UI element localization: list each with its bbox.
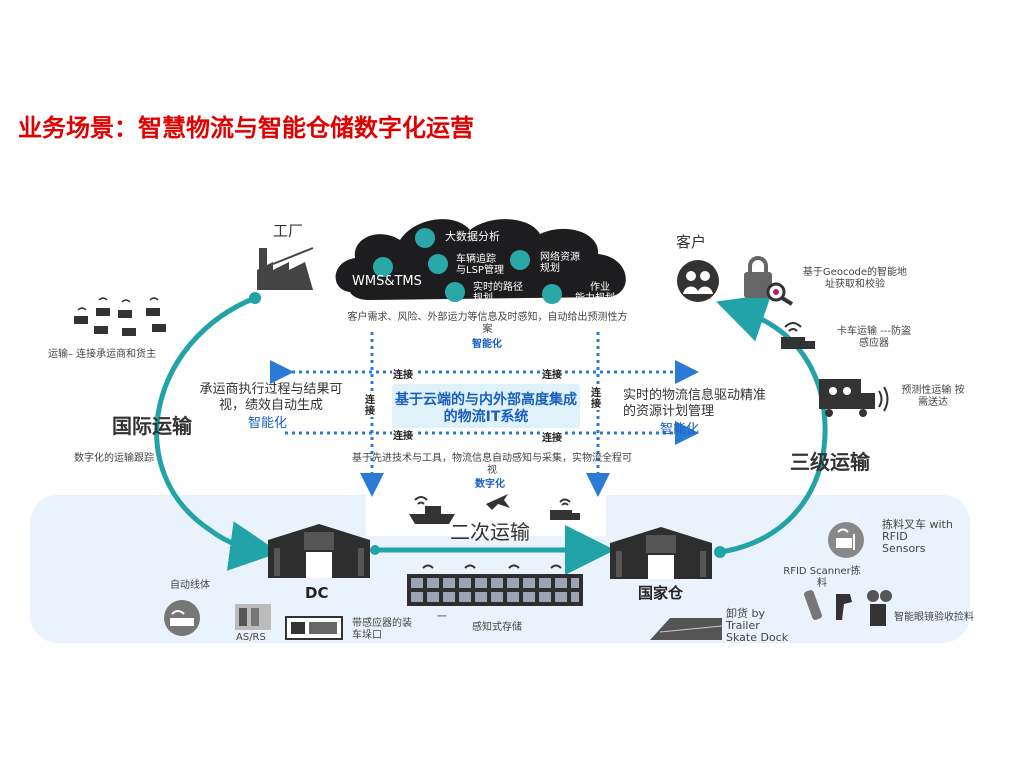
cloud-item-route-1: 实时的路径 (473, 282, 523, 293)
link-label-vertical: 连接 (590, 388, 604, 410)
cloud-wms-label: WMS&TMS (352, 274, 422, 289)
international-arrow (154, 295, 280, 571)
cloud-item-capacity-1: 作业 (590, 282, 610, 293)
smart-storage-icon (407, 564, 583, 606)
center-top-tag: 智能化 (472, 339, 502, 350)
predictive-text: 预测性运输 按需送达 (901, 385, 965, 408)
smart-glasses-icon (867, 590, 892, 626)
storage-dash: 一 (437, 612, 447, 623)
secondary-label: 二次运输 (450, 520, 530, 544)
page-title: 业务场景：智慧物流与智能仓储数字化运营 (18, 113, 474, 142)
cloud-item-tracking-2: 与LSP管理 (456, 265, 504, 276)
customer-label: 客户 (676, 233, 707, 251)
left-tag: 智能化 (248, 416, 288, 431)
it-system-box (392, 384, 580, 428)
right-tag: 智能化 (660, 422, 700, 437)
asrs-icon (235, 604, 271, 630)
trailer-text: 卸货 by Trailer Skate Dock (726, 607, 789, 644)
auto-line-icon (164, 600, 200, 636)
forklift-icon (828, 522, 864, 558)
plane-icon (486, 494, 510, 510)
glasses-text: 智能眼镜验收捡料 (894, 612, 974, 623)
dock-text: 带感应器的装车垛口 (352, 618, 412, 641)
trailer-dock-icon (650, 618, 722, 640)
national-wh-label: 国家仓 (638, 584, 684, 602)
left-text: 承运商执行过程与结果可视，绩效自动生成 (199, 382, 343, 413)
factory-icon (257, 247, 314, 290)
truck-text: 卡车运输 ---防盗感应器 (836, 326, 911, 349)
cloud-item-tracking-1: 车辆追踪 (456, 254, 496, 265)
cloud-shape (335, 219, 626, 304)
carrier-text: 运输– 连接承运商和货主 (48, 349, 157, 360)
cloud-item-network-1: 网络资源 (540, 252, 580, 263)
right-text: 实时的物流信息驱动精准的资源计划管理 (623, 388, 767, 419)
dock-icon (285, 616, 343, 640)
truck-fleet-icon (74, 297, 166, 336)
robot-truck-icon (819, 379, 889, 417)
national-warehouse-icon (610, 527, 712, 579)
link-label: 连接 (541, 366, 563, 381)
tracking-text: 数字化的运输跟踪 (74, 453, 154, 464)
asrs-label: AS/RS (236, 632, 266, 643)
rfid-text: RFID Scanner拣料 (783, 566, 861, 589)
international-label: 国际运输 (112, 414, 192, 438)
ship-icon (409, 496, 455, 524)
forklift-text: 拣料叉车 with RFID Sensors (882, 518, 953, 555)
dc-label: DC (305, 584, 329, 602)
center-top-text: 客户需求、风险、外部运力等信息及时感知，自动给出预测性方案 (347, 312, 628, 335)
link-label: 连接 (392, 427, 414, 442)
cloud-item-capacity-2: 能力规划 (575, 293, 615, 304)
center-bottom-text: 基于先进技术与工具，物流信息自动感知与采集，实物流全程可视 (352, 453, 632, 476)
link-label: 连接 (541, 429, 563, 444)
van-icon (550, 498, 580, 520)
it-system-text: 基于云端的与内外部高度集成的物流IT系统 (395, 392, 577, 425)
truck-sensor-icon (781, 322, 815, 349)
center-bottom-tag: 数字化 (475, 479, 505, 490)
cloud-item-bigdata: 大数据分析 (445, 230, 500, 243)
link-label-vertical: 连接 (364, 395, 378, 417)
storage-text: 感知式存储 (472, 622, 522, 633)
rfid-scanner-icon (804, 590, 852, 620)
auto-line-text: 自动线体 (170, 580, 210, 591)
cloud-item-network-2: 规划 (540, 263, 560, 274)
geocode-text: 基于Geocode的智能地址获取和校验 (802, 267, 908, 290)
tertiary-label: 三级运输 (790, 450, 870, 474)
factory-label: 工厂 (273, 222, 304, 240)
lock-search-icon (744, 256, 794, 306)
cloud-item-route-2: 规划 (473, 293, 493, 304)
link-label: 连接 (392, 366, 414, 381)
customer-icon (677, 260, 719, 302)
center-plate (366, 452, 606, 536)
dc-warehouse-icon (268, 524, 370, 578)
